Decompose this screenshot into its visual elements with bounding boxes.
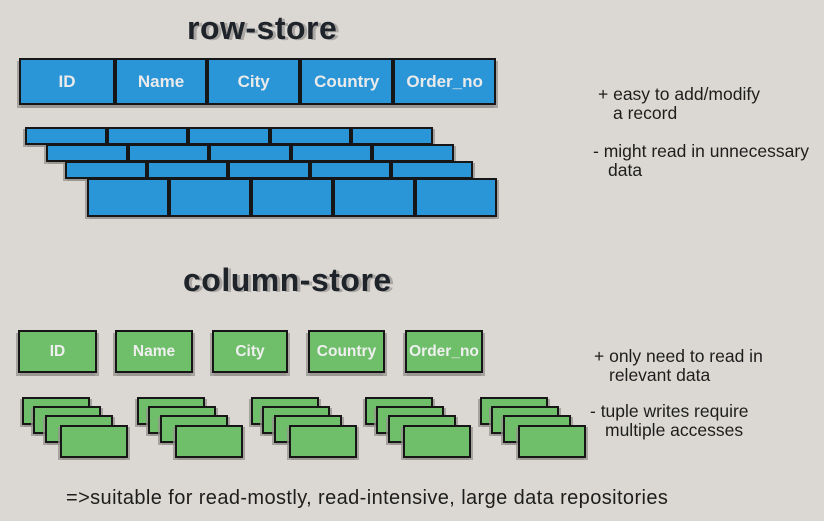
record-cell: [351, 127, 433, 145]
column-card: [289, 425, 357, 458]
row-store-record-row-1: [25, 127, 433, 145]
column-card: [175, 425, 243, 458]
column-store-title: column-store: [183, 262, 392, 298]
record-cell: [46, 144, 128, 162]
row-store-header-cell-country: Country: [300, 58, 394, 105]
row-store-pro-line-1: + easy to add/modify: [598, 84, 760, 104]
record-cell: [209, 144, 291, 162]
record-cell: [309, 161, 392, 179]
record-cell: [290, 144, 373, 162]
record-cell: [87, 178, 169, 217]
column-store-con-line-2: multiple accesses: [605, 420, 744, 440]
record-cell: [127, 144, 210, 162]
column-store-con-note: - tuple writes require multiple accesses: [590, 402, 749, 440]
column-store-pro-line-2: relevant data: [609, 365, 711, 385]
row-store-header-cell-city: City: [207, 58, 301, 105]
column-card: [60, 425, 128, 458]
column-card: [403, 425, 471, 458]
record-cell: [391, 161, 473, 179]
record-cell: [146, 161, 229, 179]
column-cards-group-country: [365, 397, 473, 461]
column-store-header-box-city: City: [212, 330, 288, 373]
row-store-record-row-4: [87, 178, 497, 217]
column-store-pro-line-1: + only need to read in: [594, 346, 763, 366]
footer-note: =>suitable for read-mostly, read-intensi…: [66, 487, 669, 509]
column-store-pro-note: + only need to read in relevant data: [594, 347, 763, 385]
column-store-header-box-name: Name: [115, 330, 193, 373]
row-store-header-row: ID Name City Country Order_no: [19, 58, 496, 105]
record-cell: [372, 144, 454, 162]
row-store-con-note: - might read in unnecessary data: [593, 142, 809, 180]
column-cards-group-city: [251, 397, 359, 461]
column-store-header-box-id: ID: [18, 330, 97, 373]
column-store-con-line-1: - tuple writes require: [590, 401, 749, 421]
column-store-header-box-order-no: Order_no: [405, 330, 483, 373]
record-cell: [188, 127, 270, 145]
row-store-con-line-1: - might read in unnecessary: [593, 141, 809, 161]
column-cards-group-name: [137, 397, 245, 461]
column-store-header-box-country: Country: [308, 330, 385, 373]
record-cell: [333, 178, 415, 217]
row-store-header-cell-id: ID: [19, 58, 115, 105]
record-cell: [106, 127, 189, 145]
record-cell: [415, 178, 497, 217]
row-store-pro-line-2: a record: [613, 103, 678, 123]
record-cell: [65, 161, 147, 179]
row-store-record-row-3: [65, 161, 473, 179]
record-cell: [25, 127, 107, 145]
row-store-record-row-2: [46, 144, 454, 162]
row-store-title: row-store: [187, 10, 338, 46]
row-store-con-line-2: data: [608, 160, 643, 180]
column-cards-group-order-no: [480, 397, 588, 461]
record-cell: [269, 127, 352, 145]
row-store-header-cell-name: Name: [114, 58, 208, 105]
row-store-pro-note: + easy to add/modify a record: [598, 85, 760, 123]
column-cards-group-id: [22, 397, 130, 461]
record-cell: [228, 161, 310, 179]
record-cell: [251, 178, 333, 217]
column-card: [518, 425, 586, 458]
record-cell: [169, 178, 251, 217]
row-store-header-cell-order-no: Order_no: [393, 58, 496, 105]
